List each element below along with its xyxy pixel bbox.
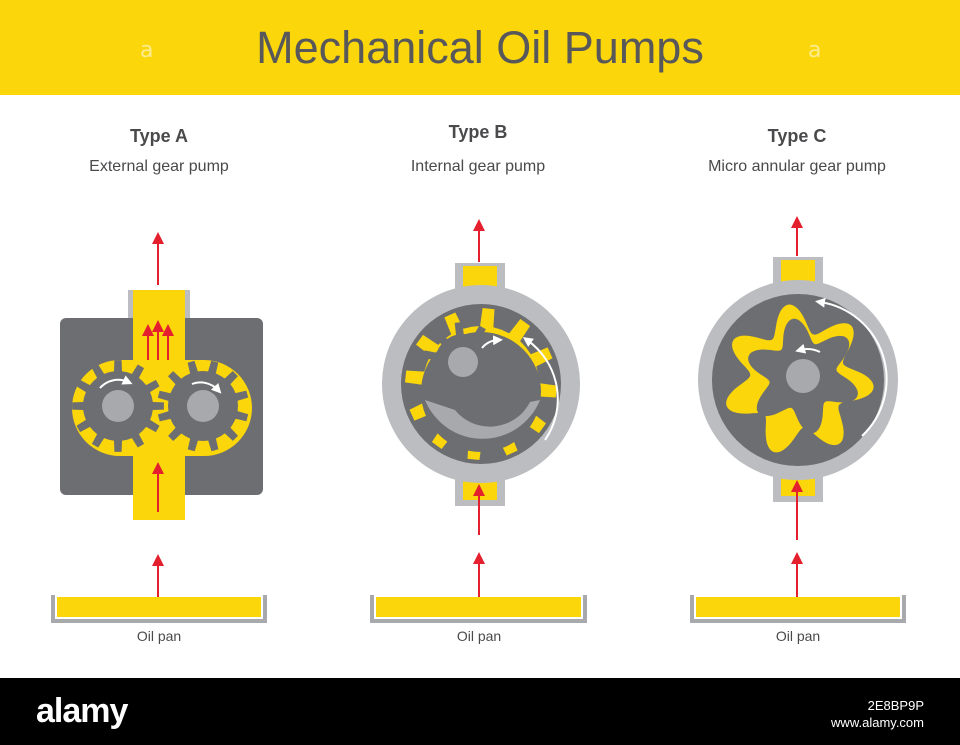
page-title: Mechanical Oil Pumps bbox=[256, 22, 704, 73]
crescent-separator bbox=[425, 400, 540, 439]
brand-logo: alamy bbox=[36, 692, 128, 730]
internal-gear-pump bbox=[370, 219, 587, 623]
footer-bar: alamy 2E8BP9P www.alamy.com bbox=[0, 678, 960, 745]
rotation-arrow bbox=[815, 297, 888, 437]
oil-pan bbox=[51, 595, 267, 623]
oil-pan bbox=[690, 595, 906, 623]
rotation-arrow bbox=[795, 343, 821, 354]
watermark-glyph: a bbox=[808, 38, 822, 63]
site-url: www.alamy.com bbox=[831, 715, 924, 730]
title-banner: Mechanical Oil Pumps a a bbox=[0, 0, 960, 95]
oil-level bbox=[376, 597, 581, 617]
pump-c-type: Type C bbox=[767, 126, 827, 146]
rotation-arrow bbox=[522, 337, 559, 441]
oil-pan-label-a: Oil pan bbox=[136, 628, 182, 644]
image-id: 2E8BP9P bbox=[867, 698, 924, 713]
rotation-arrow bbox=[99, 375, 133, 389]
oil-level bbox=[57, 597, 261, 617]
pump-a-name: External gear pump bbox=[89, 158, 229, 175]
oil-pan-label-c: Oil pan bbox=[775, 628, 821, 644]
micro-annular-gear-pump bbox=[690, 216, 906, 623]
rotation-arrow bbox=[481, 335, 503, 349]
rotor-hub bbox=[786, 359, 820, 393]
oil-pan bbox=[370, 595, 587, 623]
oil-level bbox=[696, 597, 900, 617]
rotation-arrow bbox=[191, 381, 222, 394]
oil-pan-label-b: Oil pan bbox=[456, 628, 502, 644]
pump-a-type: Type A bbox=[129, 126, 188, 146]
gear-hub bbox=[102, 390, 134, 422]
gear-hub bbox=[187, 390, 219, 422]
pump-c-name: Micro annular gear pump bbox=[708, 158, 886, 175]
gear-hub bbox=[448, 347, 478, 377]
pump-b-type: Type B bbox=[448, 122, 508, 142]
pump-b-name: Internal gear pump bbox=[410, 158, 546, 175]
watermark-glyph: a bbox=[140, 38, 154, 63]
external-gear-pump bbox=[51, 232, 267, 623]
